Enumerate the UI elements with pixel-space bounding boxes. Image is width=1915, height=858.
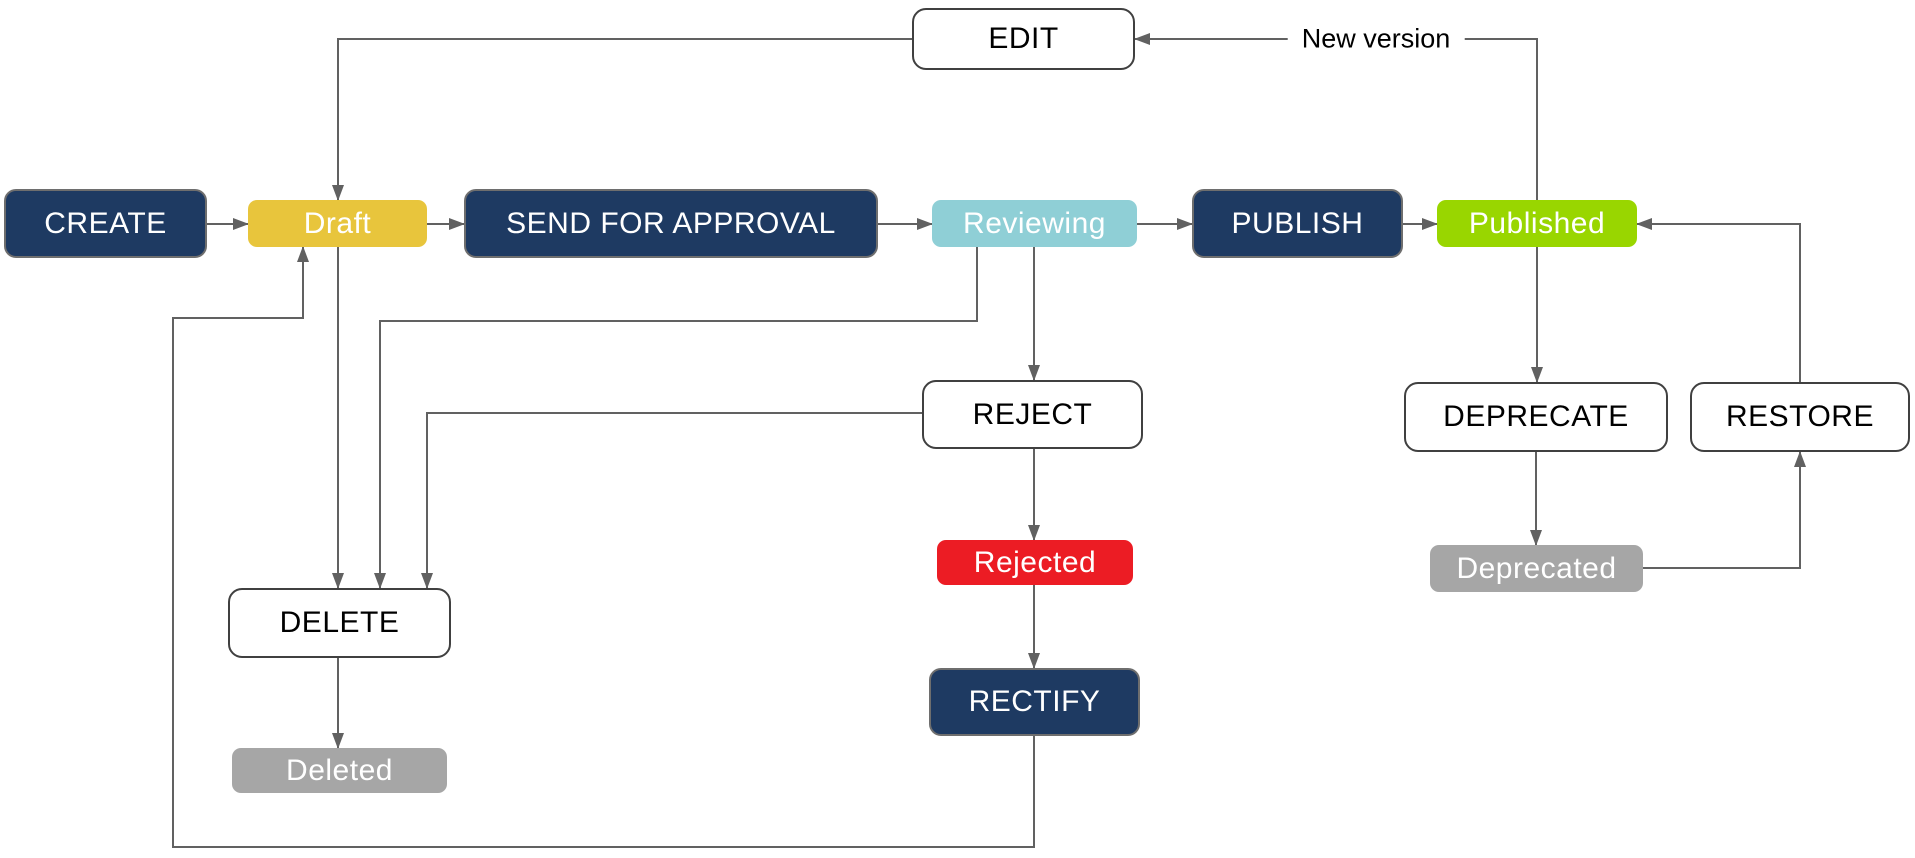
node-label-published: Published bbox=[1468, 206, 1606, 240]
node-label-restore: RESTORE bbox=[1726, 400, 1874, 433]
node-label-create: CREATE bbox=[44, 206, 167, 240]
node-edit: EDIT bbox=[912, 8, 1135, 70]
node-label-deleted: Deleted bbox=[286, 753, 393, 787]
node-draft: Draft bbox=[248, 200, 427, 247]
node-publish: PUBLISH bbox=[1192, 189, 1403, 258]
node-label-delete: DELETE bbox=[279, 606, 400, 639]
node-delete: DELETE bbox=[228, 588, 451, 658]
node-create: CREATE bbox=[4, 189, 207, 258]
node-rectify: RECTIFY bbox=[929, 668, 1140, 736]
node-label-deprecated: Deprecated bbox=[1456, 551, 1617, 585]
node-label-draft: Draft bbox=[303, 206, 372, 240]
node-label-edit: EDIT bbox=[988, 22, 1059, 55]
edge-published-to-edit bbox=[1134, 33, 1538, 200]
edge-reviewing-to-delete bbox=[374, 247, 978, 589]
node-deleted: Deleted bbox=[232, 748, 447, 793]
new-version-edge-label: New version bbox=[1287, 19, 1465, 59]
node-label-rectify: RECTIFY bbox=[968, 685, 1101, 718]
node-label-reviewing: Reviewing bbox=[963, 206, 1106, 240]
node-deprecate: DEPRECATE bbox=[1404, 382, 1668, 452]
node-label-rejected: Rejected bbox=[973, 545, 1097, 579]
node-reviewing: Reviewing bbox=[932, 200, 1137, 247]
node-restore: RESTORE bbox=[1690, 382, 1910, 452]
node-send-for-approval: SEND FOR APPROVAL bbox=[464, 189, 878, 258]
node-label-publish: PUBLISH bbox=[1231, 206, 1364, 240]
node-label-deprecate: DEPRECATE bbox=[1443, 400, 1629, 433]
edge-rectify-to-draft bbox=[172, 246, 1035, 848]
node-deprecated: Deprecated bbox=[1430, 545, 1643, 592]
edge-edit-to-draft bbox=[332, 38, 912, 201]
node-label-send-for-approval: SEND FOR APPROVAL bbox=[506, 206, 836, 240]
node-label-reject: REJECT bbox=[972, 397, 1093, 431]
edge-reject-to-delete bbox=[421, 412, 922, 589]
node-reject: REJECT bbox=[922, 380, 1143, 449]
edge-deprecated-to-restore bbox=[1643, 451, 1806, 569]
node-rejected: Rejected bbox=[937, 540, 1133, 585]
node-published: Published bbox=[1437, 200, 1637, 247]
edge-restore-to-published bbox=[1636, 218, 1801, 382]
